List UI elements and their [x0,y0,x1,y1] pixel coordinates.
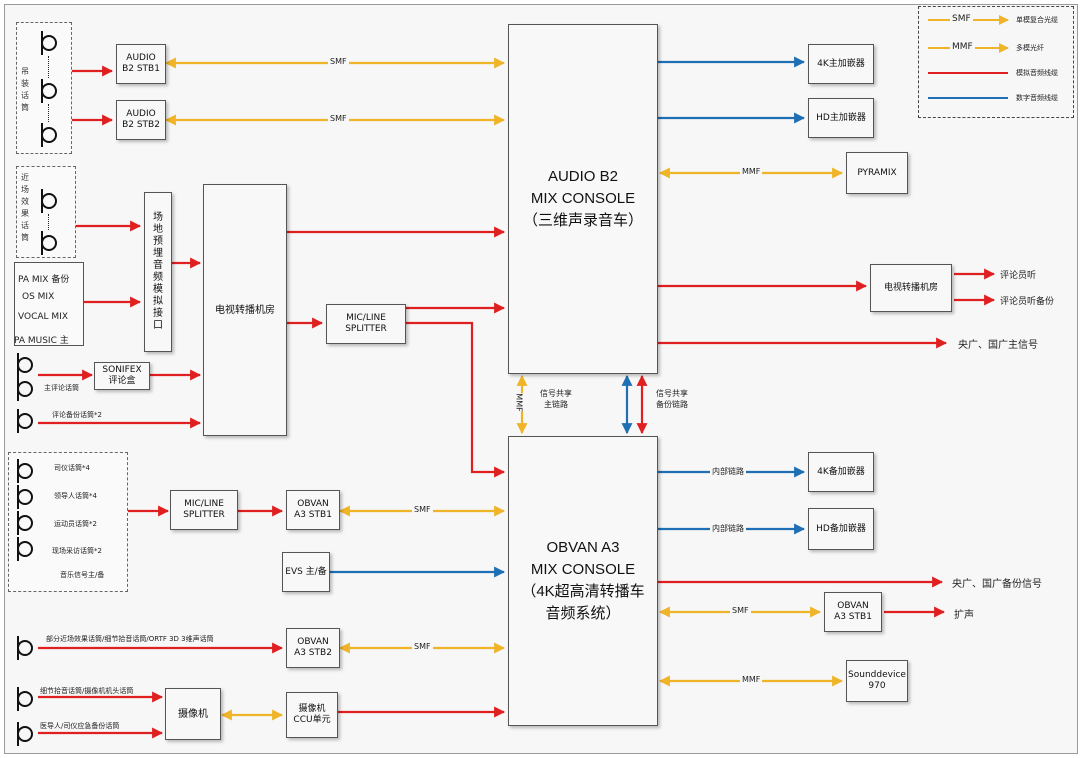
commentary-backup-mic-label: 评论备份话筒*2 [52,411,102,419]
commentator-listen-backup-label: 评论员听备份 [1000,297,1055,307]
mmf-label-pyramix: MMF [740,167,763,176]
legend-code-smf: SMF [950,14,973,24]
vocal-mix-label: VOCAL MIX [18,312,68,322]
cnr-main-label: 央广、国广主信号 [958,340,1038,351]
camera-box: 摄像机 [165,688,221,740]
obvan-a3-stb1-right: OBVAN A3 STB1 [824,592,882,632]
microphone-icon [17,537,33,561]
commentator-listen-label: 评论员听 [1000,271,1037,281]
microphone-icon [17,636,33,660]
embedder-4k-main: 4K主加嵌器 [808,44,874,84]
host-mics-label: 司仪话筒*4 [54,464,90,472]
evs-box: EVS 主/备 [282,552,330,592]
onsite-interview-mics-label: 现场采访话筒*2 [52,547,102,555]
microphone-icon [17,511,33,535]
legend-code-mmf: MMF [950,42,975,52]
legend-label-mmf: 多模光纤 [1016,44,1044,52]
embedder-hd-backup: HD备加嵌器 [808,508,874,550]
microphone-icon [17,459,33,483]
mic-line-splitter-bottom: MIC/LINE SPLITTER [170,490,238,530]
os-mix-label: OS MIX [22,292,55,302]
microphone-icon [41,231,57,255]
smf-label-a3-stb1-right: SMF [730,606,751,615]
sonifex-commentary-box: SONIFEX 评论盒 [94,362,150,390]
shared-backup-label: 信号共享 备份链路 [656,389,688,409]
microphone-icon [41,189,57,213]
obvan-a3-stb1-left: OBVAN A3 STB1 [286,490,340,530]
near-field-detail-label: 部分近场效果话筒/细节拾音话筒/ORTF 3D 3维声话筒 [46,635,214,643]
line-splitter-to-obvan [406,321,506,478]
legend-box [918,6,1074,118]
obvan-a3-stb2: OBVAN A3 STB2 [286,628,340,668]
microphone-icon [17,687,33,711]
obvan-a3-console: OBVAN A3 MIX CONSOLE （4K超高清转播车 音频系统） [508,436,658,726]
smf-label-b2-stb1: SMF [328,57,349,66]
athlete-mics-label: 运动员话筒*2 [54,520,97,528]
internal-link-hd-label: 内部链路 [710,523,746,534]
venue-buried-interface: 场 地 预 埋 音 频 模 拟 接 口 [144,192,172,352]
music-signal-label: 音乐信号主/备 [60,571,105,579]
microphone-icon [41,79,57,103]
smf-label-b2-stb2: SMF [328,114,349,123]
legend-label-analog: 模拟音频线缆 [1016,69,1058,77]
hanging-mics-group [16,22,72,154]
internal-link-4k-label: 内部链路 [710,466,746,477]
ccu-box: 摄像机 CCU单元 [286,692,338,738]
audio-b2-stb1: AUDIO B2 STB1 [116,44,166,84]
hanging-mics-label: 吊装话筒 [21,67,29,112]
pa-mix-backup-label: PA MIX 备份 [18,275,70,285]
microphone-icon [41,123,57,147]
audio-b2-console: AUDIO B2 MIX CONSOLE （三维声录音车） [508,24,658,374]
host-mics-group [8,452,128,592]
mmf-label-shared-main: MMF [514,393,524,412]
microphone-icon [17,722,33,746]
mic-line-splitter-top: MIC/LINE SPLITTER [326,304,406,344]
legend-label-smf: 单模复合光缆 [1016,16,1058,24]
pa-music-main-label: PA MUSIC 主 [14,336,69,346]
embedder-4k-backup: 4K备加嵌器 [808,452,874,492]
detail-camera-mics-label: 细节拾音话筒/摄像机机头话筒 [40,687,134,695]
smf-label-a3-stb1-left: SMF [412,505,433,514]
sounddevice-box: Sounddevice 970 [846,660,908,702]
legend-label-digital: 数字音频线缆 [1016,94,1058,102]
pyramix-box: PYRAMIX [846,152,908,194]
microphone-icon [41,31,57,55]
microphone-icon [17,377,33,401]
audio-b2-stb2: AUDIO B2 STB2 [116,100,166,140]
guide-host-backup-mics-label: 医导人/司仪应急备份话筒 [40,722,120,730]
smf-label-a3-stb2: SMF [412,642,433,651]
microphone-icon [17,409,33,433]
tv-room-left: 电视转播机房 [203,184,287,436]
mmf-label-sounddevice: MMF [740,675,763,684]
pa-inputs-group [14,262,84,346]
tv-room-right: 电视转播机房 [870,264,952,312]
near-field-mics-label: 近场效果话筒 [21,173,29,242]
leader-mics-label: 领导人话筒*4 [54,492,97,500]
shared-main-label: 信号共享 主链路 [540,389,572,409]
pa-output-label: 扩声 [954,610,974,621]
microphone-icon [17,485,33,509]
embedder-hd-main: HD主加嵌器 [808,98,874,138]
cnr-backup-label: 央广、国广备份信号 [952,579,1042,590]
microphone-icon [17,353,33,377]
main-commentary-mic-label: 主评论话筒 [44,384,79,392]
near-field-mics-group [16,166,76,258]
